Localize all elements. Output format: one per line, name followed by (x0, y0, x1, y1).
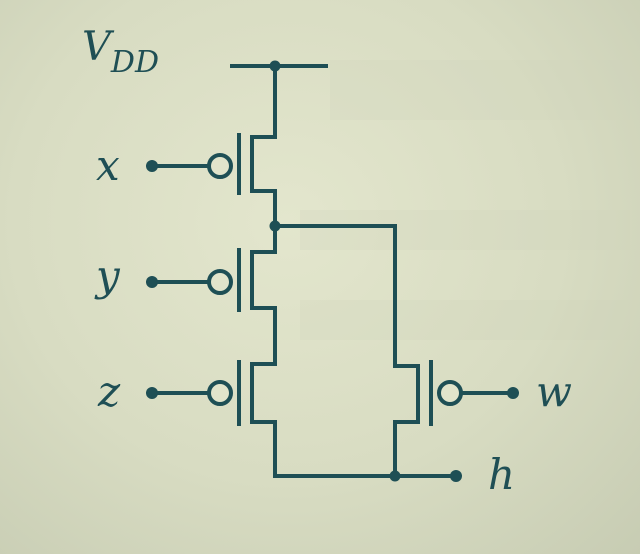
wire-z-to-output (273, 420, 397, 478)
input-label-w: w (536, 367, 572, 416)
pmos-transistor-w (393, 360, 519, 426)
output-terminal-dot (450, 470, 462, 482)
background-show-through (300, 60, 630, 340)
input-label-y: y (94, 251, 121, 300)
pmos-transistor-x (146, 133, 277, 195)
pmos-transistor-z (146, 360, 277, 426)
vdd-label: VDD (82, 24, 159, 80)
output-label-h: h (488, 450, 515, 499)
input-label-z: z (97, 367, 121, 416)
vdd-label-subscript: DD (110, 45, 159, 80)
vdd-label-main: V (82, 24, 115, 70)
pmos-transistor-y (146, 248, 277, 312)
input-label-x: x (96, 141, 120, 190)
